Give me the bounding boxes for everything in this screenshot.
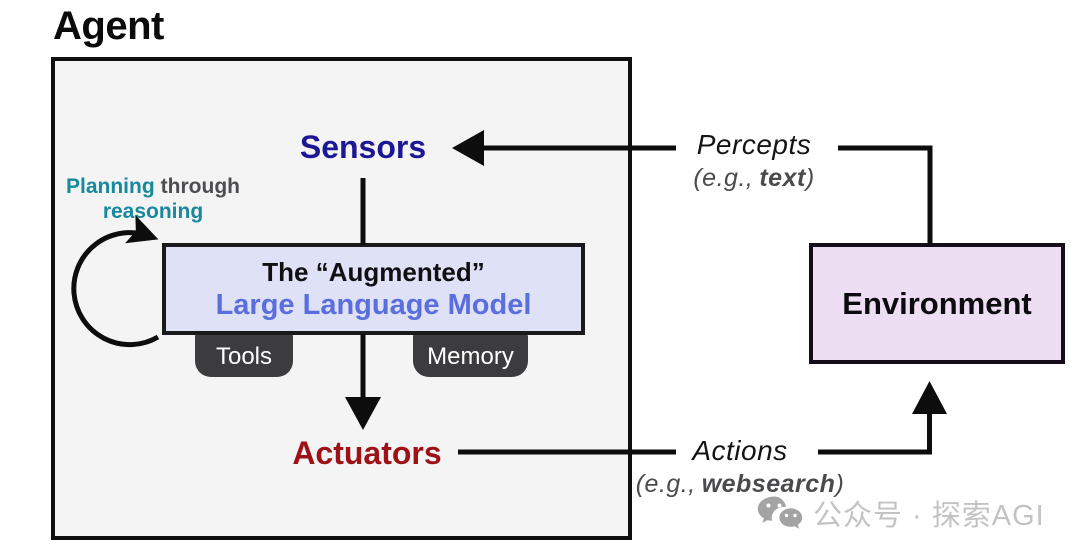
environment-box: Environment [809,243,1065,364]
wechat-icon [757,496,803,529]
augmented-llm-box: The “Augmented” Large Language Model [162,243,585,335]
environment-label: Environment [842,285,1032,321]
watermark-text: 公众号 · 探索AGI [813,500,1045,532]
actuators-label: Actuators [292,435,442,471]
percepts-label: Percepts [696,129,812,160]
agent-title: Agent [53,4,164,48]
actions-label-block: Actions (e.g.,websearch) [614,435,866,499]
sensors-label: Sensors [299,129,427,165]
llm-box-title-line1: The “Augmented” [262,256,485,287]
percepts-label-block: Percepts (e.g.,text) [659,129,849,193]
actions-arrowhead-up-icon [912,381,947,414]
through-word: through [160,175,240,198]
actions-example-label: (e.g.,websearch) [635,470,845,498]
percepts-example-label: (e.g.,text) [693,164,815,192]
watermark: 公众号 · 探索AGI [757,492,1045,534]
planning-word: Planning [66,175,155,198]
actions-label: Actions [692,435,788,466]
percepts-connector-line [838,145,933,245]
memory-tab: Memory [413,331,528,377]
tools-tab: Tools [195,331,293,377]
reasoning-word: reasoning [102,199,204,223]
llm-box-title-line2: Large Language Model [215,288,532,321]
